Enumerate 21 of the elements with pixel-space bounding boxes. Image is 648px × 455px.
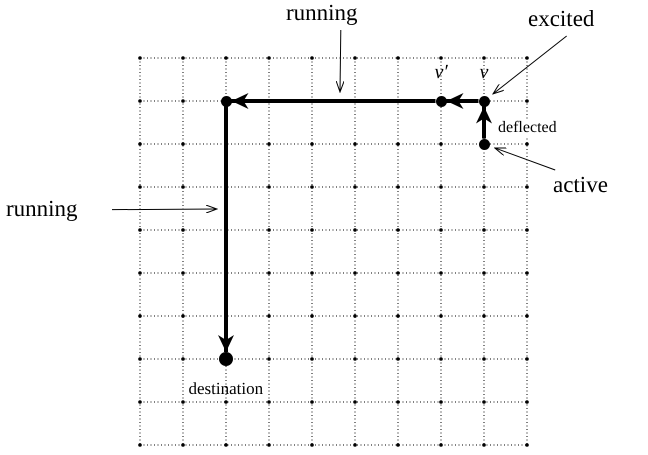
node-caption: destination	[188, 379, 264, 399]
path-arrow	[218, 106, 234, 352]
callout-label: excited	[528, 6, 594, 32]
path-arrow	[446, 93, 478, 109]
leader-line	[492, 36, 568, 94]
vertex-dot	[478, 138, 490, 150]
leader-line	[494, 147, 556, 170]
vertex-dot	[478, 96, 490, 106]
vertex-dot	[436, 96, 446, 106]
vertex-dot	[220, 96, 232, 106]
callout-label: running	[286, 0, 358, 26]
vertex-label: v	[480, 62, 488, 82]
leader-line	[336, 30, 345, 92]
leader-line	[112, 204, 218, 214]
callout-label: active	[553, 172, 608, 198]
edge-label: deflected	[497, 119, 558, 137]
path-arrow	[476, 106, 492, 138]
vertex-label: v′	[434, 62, 448, 82]
path-arrow	[232, 93, 436, 109]
vertex-dot	[219, 352, 233, 366]
callout-label: running	[6, 196, 78, 222]
